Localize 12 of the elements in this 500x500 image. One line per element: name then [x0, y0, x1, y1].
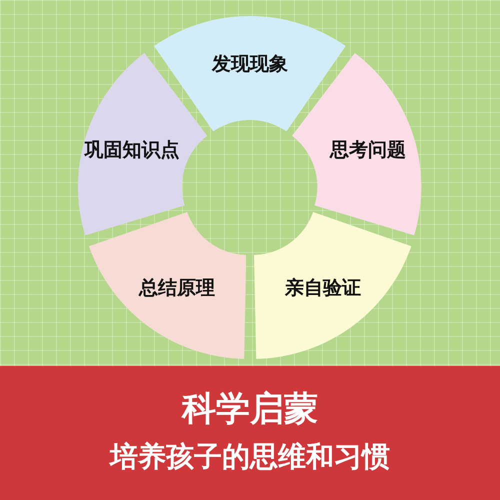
segment-label: 亲自验证	[284, 276, 361, 302]
caption-text: 培养孩子的思维和习惯	[108, 439, 391, 475]
segment-label: 巩固知识点	[84, 138, 180, 163]
segment-label: 发现现象	[212, 52, 288, 77]
segment-label: 思考问题	[330, 138, 406, 163]
segment-label: 总结原理	[139, 276, 216, 302]
ring-segment	[154, 16, 346, 132]
ring-segment	[78, 52, 208, 236]
title-text: 科学启蒙	[180, 388, 319, 431]
ring-segment	[88, 212, 246, 360]
ring-segment	[292, 52, 422, 236]
ring-segment	[254, 212, 411, 360]
